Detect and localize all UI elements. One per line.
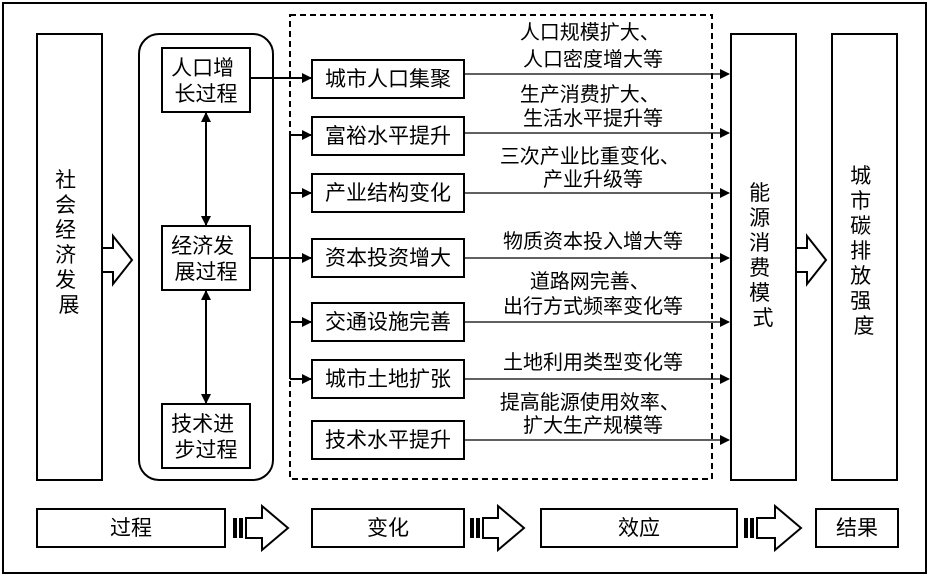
effect-label: 人口规模扩大、 人口密度增大等 xyxy=(520,20,666,71)
effect-label: 生产消费扩大、 生活水平提升等 xyxy=(520,82,666,130)
change-label: 交通设施完善 xyxy=(325,310,451,334)
change-box xyxy=(311,116,465,156)
legend-process-label: 过程 xyxy=(110,516,152,540)
effect-label: 三次产业比重变化、 产业升级等 xyxy=(500,144,686,191)
effect-label: 提高能源使用效率、 扩大生产规模等 xyxy=(500,390,686,437)
effect-line: 产业升级等 xyxy=(543,167,643,191)
result-char: 排 xyxy=(850,239,871,263)
effect-line: 生活水平提升等 xyxy=(523,106,663,130)
change-box xyxy=(311,420,465,460)
technology-process-line-2: 步过程 xyxy=(175,438,238,462)
energy-box xyxy=(730,33,797,481)
legend-result-box xyxy=(815,508,899,548)
change-box xyxy=(311,59,465,99)
social-economic-char: 济 xyxy=(55,243,76,267)
change-box xyxy=(311,359,465,399)
legend-effect-box xyxy=(540,508,738,548)
result-char: 城 xyxy=(850,164,871,188)
legend-arrow-icon xyxy=(233,503,290,553)
technology-process-line-1: 技术进 xyxy=(171,412,234,436)
effect-line: 扩大生产规模等 xyxy=(523,413,663,437)
technology-process-box xyxy=(161,403,251,469)
social-economic-char: 经 xyxy=(55,218,76,242)
social-economic-char: 展 xyxy=(59,293,80,317)
effect-line: 提高能源使用效率、 xyxy=(500,390,680,414)
legend-change-label: 变化 xyxy=(367,516,409,540)
economy-process-box xyxy=(161,225,251,291)
social-economic-box xyxy=(36,33,103,481)
legend-result-label: 结果 xyxy=(836,516,878,540)
economy-process-label: 经济发 展过程 xyxy=(171,234,241,284)
result-char: 市 xyxy=(850,189,871,213)
energy-label: 能 源 消 费 模 式 xyxy=(749,181,777,330)
energy-char: 模 xyxy=(749,281,770,305)
change-label: 产业结构变化 xyxy=(325,181,451,205)
fat-arrow-icon xyxy=(101,233,134,287)
economy-process-line-2: 展过程 xyxy=(175,260,238,284)
social-economic-char: 发 xyxy=(55,268,76,292)
effect-line: 人口规模扩大、 xyxy=(520,20,660,44)
result-box xyxy=(831,33,898,481)
change-label: 城市人口集聚 xyxy=(325,67,451,91)
change-box xyxy=(311,238,465,278)
fat-arrow-icon xyxy=(795,233,828,287)
change-label: 资本投资增大 xyxy=(325,246,451,270)
legend-effect-label: 效应 xyxy=(618,516,660,540)
effect-line: 出行方式频率变化等 xyxy=(503,294,683,318)
change-box xyxy=(311,302,465,342)
population-process-line-2: 长过程 xyxy=(175,82,238,106)
result-char: 放 xyxy=(850,264,871,288)
legend-process-box xyxy=(36,508,226,548)
result-char: 度 xyxy=(854,314,875,338)
energy-char: 费 xyxy=(749,256,770,280)
result-char: 强 xyxy=(850,289,871,313)
effect-line: 三次产业比重变化、 xyxy=(500,144,680,168)
social-economic-label: 社 会 经 济 发 展 xyxy=(55,168,83,317)
change-label: 城市土地扩张 xyxy=(325,367,451,391)
population-process-line-1: 人口增 xyxy=(171,56,234,80)
energy-char: 消 xyxy=(749,231,770,255)
effect-line: 道路网完善、 xyxy=(530,269,650,293)
effect-label: 土地利用类型变化等 xyxy=(503,350,683,374)
energy-char: 源 xyxy=(749,206,770,230)
legend-arrow-icon xyxy=(470,503,526,553)
effect-label: 物质资本投入增大等 xyxy=(503,229,683,253)
change-label: 技术水平提升 xyxy=(325,428,451,452)
population-process-box xyxy=(161,47,251,113)
legend-arrow-icon xyxy=(744,503,803,553)
change-box xyxy=(311,173,465,213)
result-char: 碳 xyxy=(850,214,871,238)
economy-process-line-1: 经济发 xyxy=(171,234,234,258)
population-process-label: 人口增 长过程 xyxy=(171,56,241,106)
change-label: 富裕水平提升 xyxy=(325,124,451,148)
legend-change-box xyxy=(311,508,465,548)
energy-char: 能 xyxy=(749,181,770,205)
effect-label: 道路网完善、 出行方式频率变化等 xyxy=(503,269,683,318)
social-economic-char: 社 xyxy=(55,168,76,192)
result-label: 城 市 碳 排 放 强 度 xyxy=(850,164,878,338)
technology-process-label: 技术进 步过程 xyxy=(171,412,241,462)
energy-char: 式 xyxy=(753,306,774,330)
social-economic-char: 会 xyxy=(55,193,76,217)
effect-line: 生产消费扩大、 xyxy=(520,82,660,106)
effect-line: 人口密度增大等 xyxy=(523,47,663,71)
